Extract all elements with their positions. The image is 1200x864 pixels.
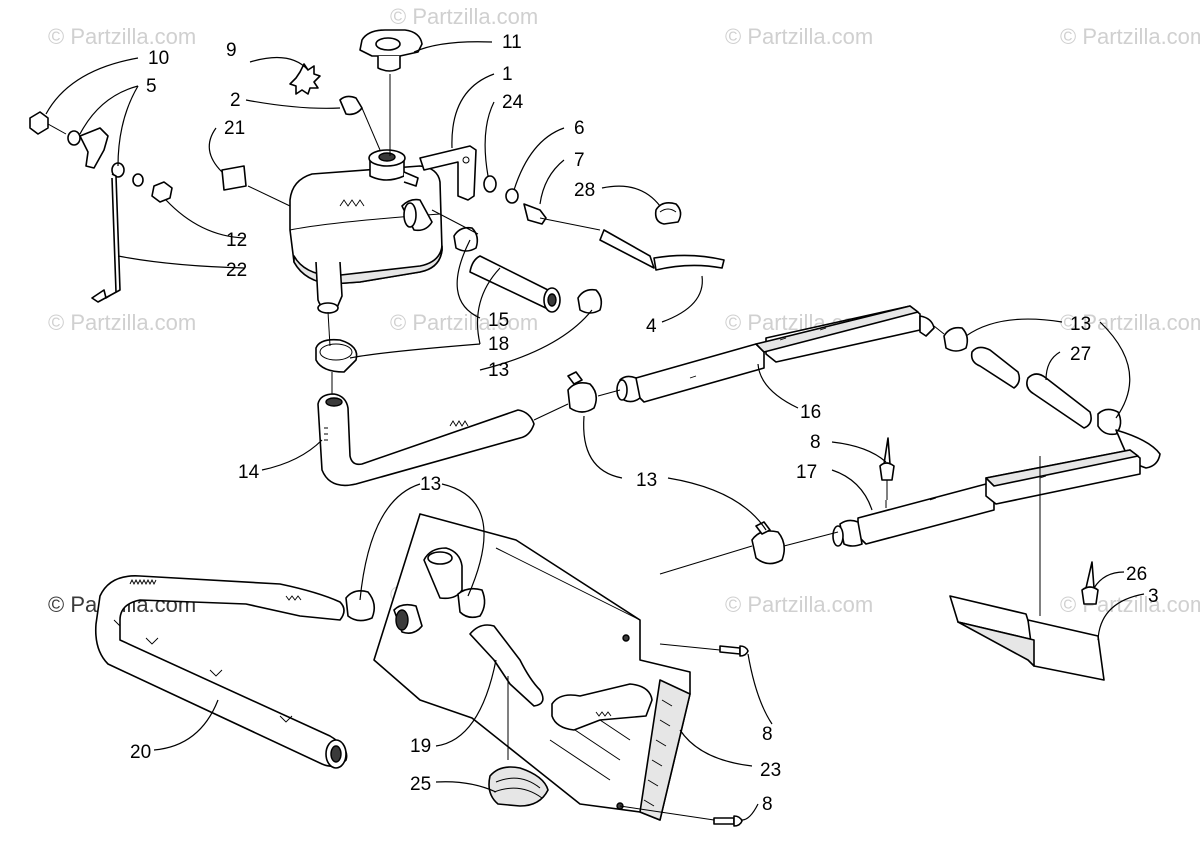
- callout-3: 3: [1148, 586, 1159, 607]
- clamp-18: [315, 338, 358, 373]
- watermark: © Partzilla.com: [725, 24, 873, 49]
- callout-8: 8: [762, 794, 773, 815]
- watermark: © Partzilla.com: [390, 4, 538, 29]
- mounting-hardware-left: [29, 111, 173, 303]
- callout-17: 17: [796, 462, 817, 483]
- callout-2: 2: [230, 90, 241, 111]
- callout-24: 24: [502, 92, 524, 113]
- label-decal: [221, 165, 247, 191]
- heat-exchanger-upper: [616, 305, 935, 403]
- hose-clamp-lower-center: [751, 521, 786, 565]
- hose-clamps-lower-left: [345, 587, 486, 634]
- callout-13: 13: [1070, 314, 1091, 335]
- bracket-hardware: [483, 175, 547, 225]
- assembly-lines: [247, 74, 1041, 821]
- callout-19: 19: [410, 736, 431, 757]
- long-hose-20: [94, 575, 348, 769]
- callout-4: 4: [646, 316, 657, 337]
- callout-10: 10: [148, 48, 169, 69]
- callout-26: 26: [1126, 564, 1147, 585]
- hose-clamps-upper: [453, 226, 603, 314]
- callout-18: 18: [488, 334, 509, 355]
- callout-5: 5: [146, 76, 157, 97]
- callout-23: 23: [760, 760, 781, 781]
- rivets-lower: [713, 645, 749, 827]
- watermark: © Partzilla.com: [1060, 24, 1200, 49]
- elbow-hose-14: [317, 393, 535, 487]
- spacer-and-washer: [289, 63, 363, 116]
- callout-labels: 10 5 9 11 2 1 21 24 6 7 28 12 22 4 15 18…: [130, 32, 1159, 815]
- callout-13: 13: [488, 360, 509, 381]
- callout-8: 8: [762, 724, 773, 745]
- callout-14: 14: [238, 462, 260, 483]
- callout-leaders: [45, 41, 1145, 821]
- watermark: © Partzilla.com: [390, 310, 538, 335]
- callout-13: 13: [636, 470, 657, 491]
- callout-9: 9: [226, 40, 237, 61]
- hose-clamp-28: [654, 202, 682, 225]
- callout-1: 1: [502, 64, 513, 85]
- watermark: © Partzilla.com: [725, 592, 873, 617]
- clamp-25: [488, 766, 549, 807]
- hose-clamp-mid: [567, 371, 598, 413]
- hose-15: [401, 198, 561, 313]
- overflow-hose: [599, 229, 725, 271]
- watermarks: © Partzilla.com © Partzilla.com © Partzi…: [48, 4, 1200, 617]
- callout-7: 7: [574, 150, 585, 171]
- callout-6: 6: [574, 118, 585, 139]
- callout-16: 16: [800, 402, 821, 423]
- hoses-27: [943, 326, 1161, 469]
- watermark: © Partzilla.com: [48, 24, 196, 49]
- callout-20: 20: [130, 742, 151, 763]
- watermark: © Partzilla.com: [48, 310, 196, 335]
- callout-12: 12: [226, 230, 247, 251]
- callout-27: 27: [1070, 344, 1091, 365]
- radiator-cap: [359, 29, 423, 72]
- slide-brackets: [949, 561, 1105, 681]
- tank-bracket: [419, 145, 477, 201]
- watermark: © Partzilla.com: [1060, 310, 1200, 335]
- callout-15: 15: [488, 310, 509, 331]
- callout-21: 21: [224, 118, 245, 139]
- callout-28: 28: [574, 180, 595, 201]
- rivet-upper: [879, 437, 895, 500]
- callout-8: 8: [810, 432, 821, 453]
- watermark: © Partzilla.com: [1060, 592, 1200, 617]
- coolant-reservoir-tank: [289, 149, 443, 314]
- callout-22: 22: [226, 260, 247, 281]
- callout-13: 13: [420, 474, 441, 495]
- callout-25: 25: [410, 774, 431, 795]
- heat-exchanger-lower: [832, 449, 1141, 547]
- callout-11: 11: [502, 32, 522, 53]
